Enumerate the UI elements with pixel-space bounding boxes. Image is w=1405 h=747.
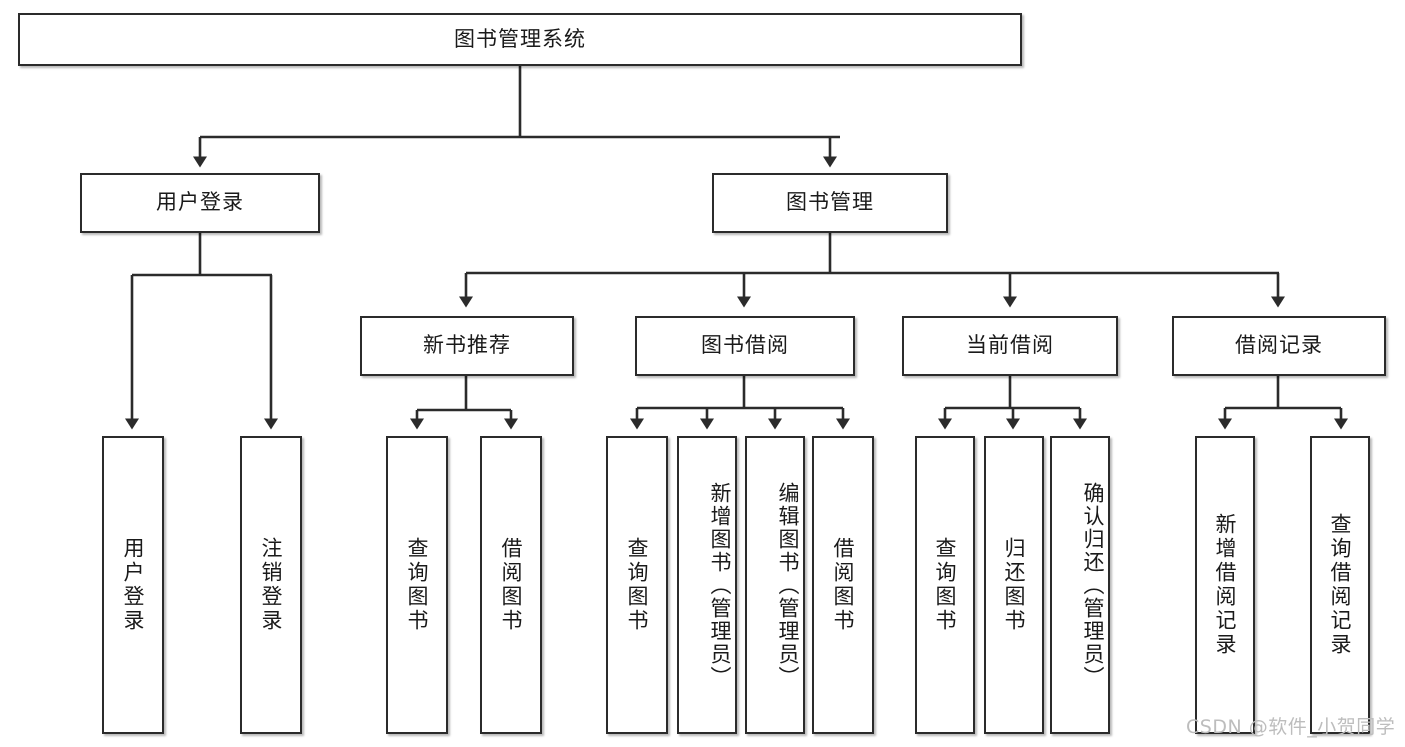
leaf-confirm-return[interactable]: 确认归还（管理员） [1050, 436, 1110, 734]
leaf-edit-book[interactable]: 编辑图书（管理员） [745, 436, 805, 734]
node-label: 借阅图书 [831, 537, 855, 633]
node-label: 新增图书（管理员） [708, 481, 732, 689]
node-label: 用户登录 [156, 190, 244, 215]
node-label: 查询图书 [933, 537, 957, 633]
node-label: 借阅图书 [499, 537, 523, 633]
node-label: 图书借阅 [701, 333, 789, 358]
node-book-borrow[interactable]: 图书借阅 [635, 316, 855, 376]
leaf-logout[interactable]: 注销登录 [240, 436, 302, 734]
node-root[interactable]: 图书管理系统 [18, 13, 1022, 66]
node-new-book-recommend[interactable]: 新书推荐 [360, 316, 574, 376]
node-user-login[interactable]: 用户登录 [80, 173, 320, 233]
node-label: 归还图书 [1002, 537, 1026, 633]
leaf-return-book[interactable]: 归还图书 [984, 436, 1044, 734]
leaf-query-book-3[interactable]: 查询图书 [915, 436, 975, 734]
leaf-query-book-2[interactable]: 查询图书 [606, 436, 668, 734]
node-label: 新书推荐 [423, 333, 511, 358]
node-borrow-record[interactable]: 借阅记录 [1172, 316, 1386, 376]
leaf-add-record[interactable]: 新增借阅记录 [1195, 436, 1255, 734]
node-label: 查询借阅记录 [1328, 513, 1352, 657]
node-label: 图书管理系统 [454, 26, 586, 51]
node-label: 注销登录 [259, 537, 283, 633]
leaf-borrow-book-2[interactable]: 借阅图书 [812, 436, 874, 734]
node-label: 新增借阅记录 [1213, 513, 1237, 657]
node-label: 借阅记录 [1235, 333, 1323, 358]
leaf-query-book-1[interactable]: 查询图书 [386, 436, 448, 734]
node-label: 编辑图书（管理员） [776, 481, 800, 689]
node-label: 确认归还（管理员） [1081, 481, 1105, 689]
node-book-manage[interactable]: 图书管理 [712, 173, 948, 233]
node-label: 当前借阅 [966, 333, 1054, 358]
leaf-borrow-book-1[interactable]: 借阅图书 [480, 436, 542, 734]
node-label: 用户登录 [121, 537, 145, 633]
node-label: 查询图书 [405, 537, 429, 633]
leaf-query-record[interactable]: 查询借阅记录 [1310, 436, 1370, 734]
node-label: 查询图书 [625, 537, 649, 633]
leaf-add-book[interactable]: 新增图书（管理员） [677, 436, 737, 734]
leaf-user-login[interactable]: 用户登录 [102, 436, 164, 734]
node-current-borrow[interactable]: 当前借阅 [902, 316, 1118, 376]
node-label: 图书管理 [786, 190, 874, 215]
watermark: CSDN @软件_小贺同学 [1186, 716, 1396, 738]
